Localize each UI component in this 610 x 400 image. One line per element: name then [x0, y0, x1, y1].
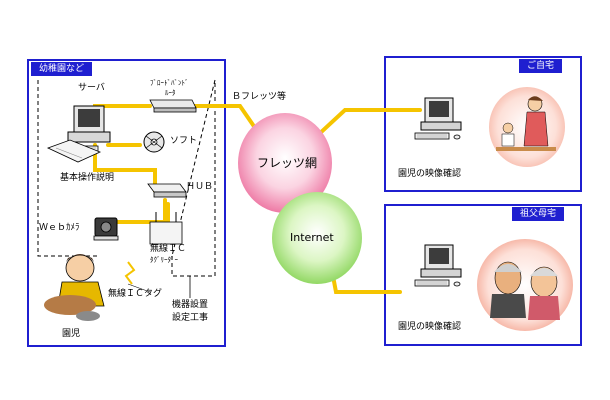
home-title-badge: ご自宅	[519, 59, 563, 73]
grandparents-title-badge: 祖父母宅	[512, 207, 565, 221]
internet-label: Internet	[290, 231, 334, 244]
ic-reader-label-line2: ﾀｸﾞﾘｰﾀﾞｰ	[150, 256, 178, 264]
child-label: 園児	[62, 329, 81, 339]
grandparents-illustration	[477, 239, 573, 331]
ic-reader-label-line1: 無線ＩＣ	[150, 244, 187, 254]
tag-leader	[127, 283, 151, 293]
hub-label: ＨＵＢ	[186, 182, 214, 192]
home-video-label: 園児の映像確認	[398, 169, 462, 179]
ic-tag-reader-icon	[149, 212, 183, 245]
home-frame	[384, 56, 582, 192]
grandparents-pc-icon	[414, 244, 462, 287]
child-illustration	[44, 254, 136, 321]
flets-network-label: フレッツ網	[257, 156, 318, 170]
internet-bubble	[272, 192, 362, 284]
kindergarten-title-badge: 幼稚園など	[31, 62, 93, 76]
software-label: ソフト	[170, 136, 198, 146]
manual-label: 基本操作説明	[60, 173, 115, 183]
manual-book-icon	[46, 139, 102, 163]
webcam-label: Ｗｅｂｶﾒﾗ	[39, 223, 80, 233]
bflets-label: Ｂフレッツ等	[232, 92, 287, 102]
grandparents-frame	[384, 204, 582, 346]
home-pc-icon	[414, 97, 462, 140]
mother-child-illustration	[489, 87, 565, 167]
ic-tag-label: 無線ＩＣタグ	[108, 289, 163, 299]
flets-network-bubble	[238, 113, 332, 213]
software-disc-icon	[143, 131, 165, 153]
kindergarten-frame	[27, 59, 226, 347]
router-label-line1: ﾌﾞﾛｰﾄﾞﾊﾞﾝﾄﾞ	[150, 79, 189, 87]
grandparents-video-label: 園児の映像確認	[398, 322, 462, 332]
server-label: サーバ	[78, 83, 105, 93]
installation-label-line2: 設定工事	[172, 313, 209, 323]
installation-label-line1: 機器設置	[172, 300, 209, 310]
webcam-icon	[93, 217, 119, 241]
router-label-line2: ﾙｰﾀ	[165, 89, 176, 97]
router-icon	[149, 99, 197, 113]
hub-icon	[147, 183, 187, 198]
